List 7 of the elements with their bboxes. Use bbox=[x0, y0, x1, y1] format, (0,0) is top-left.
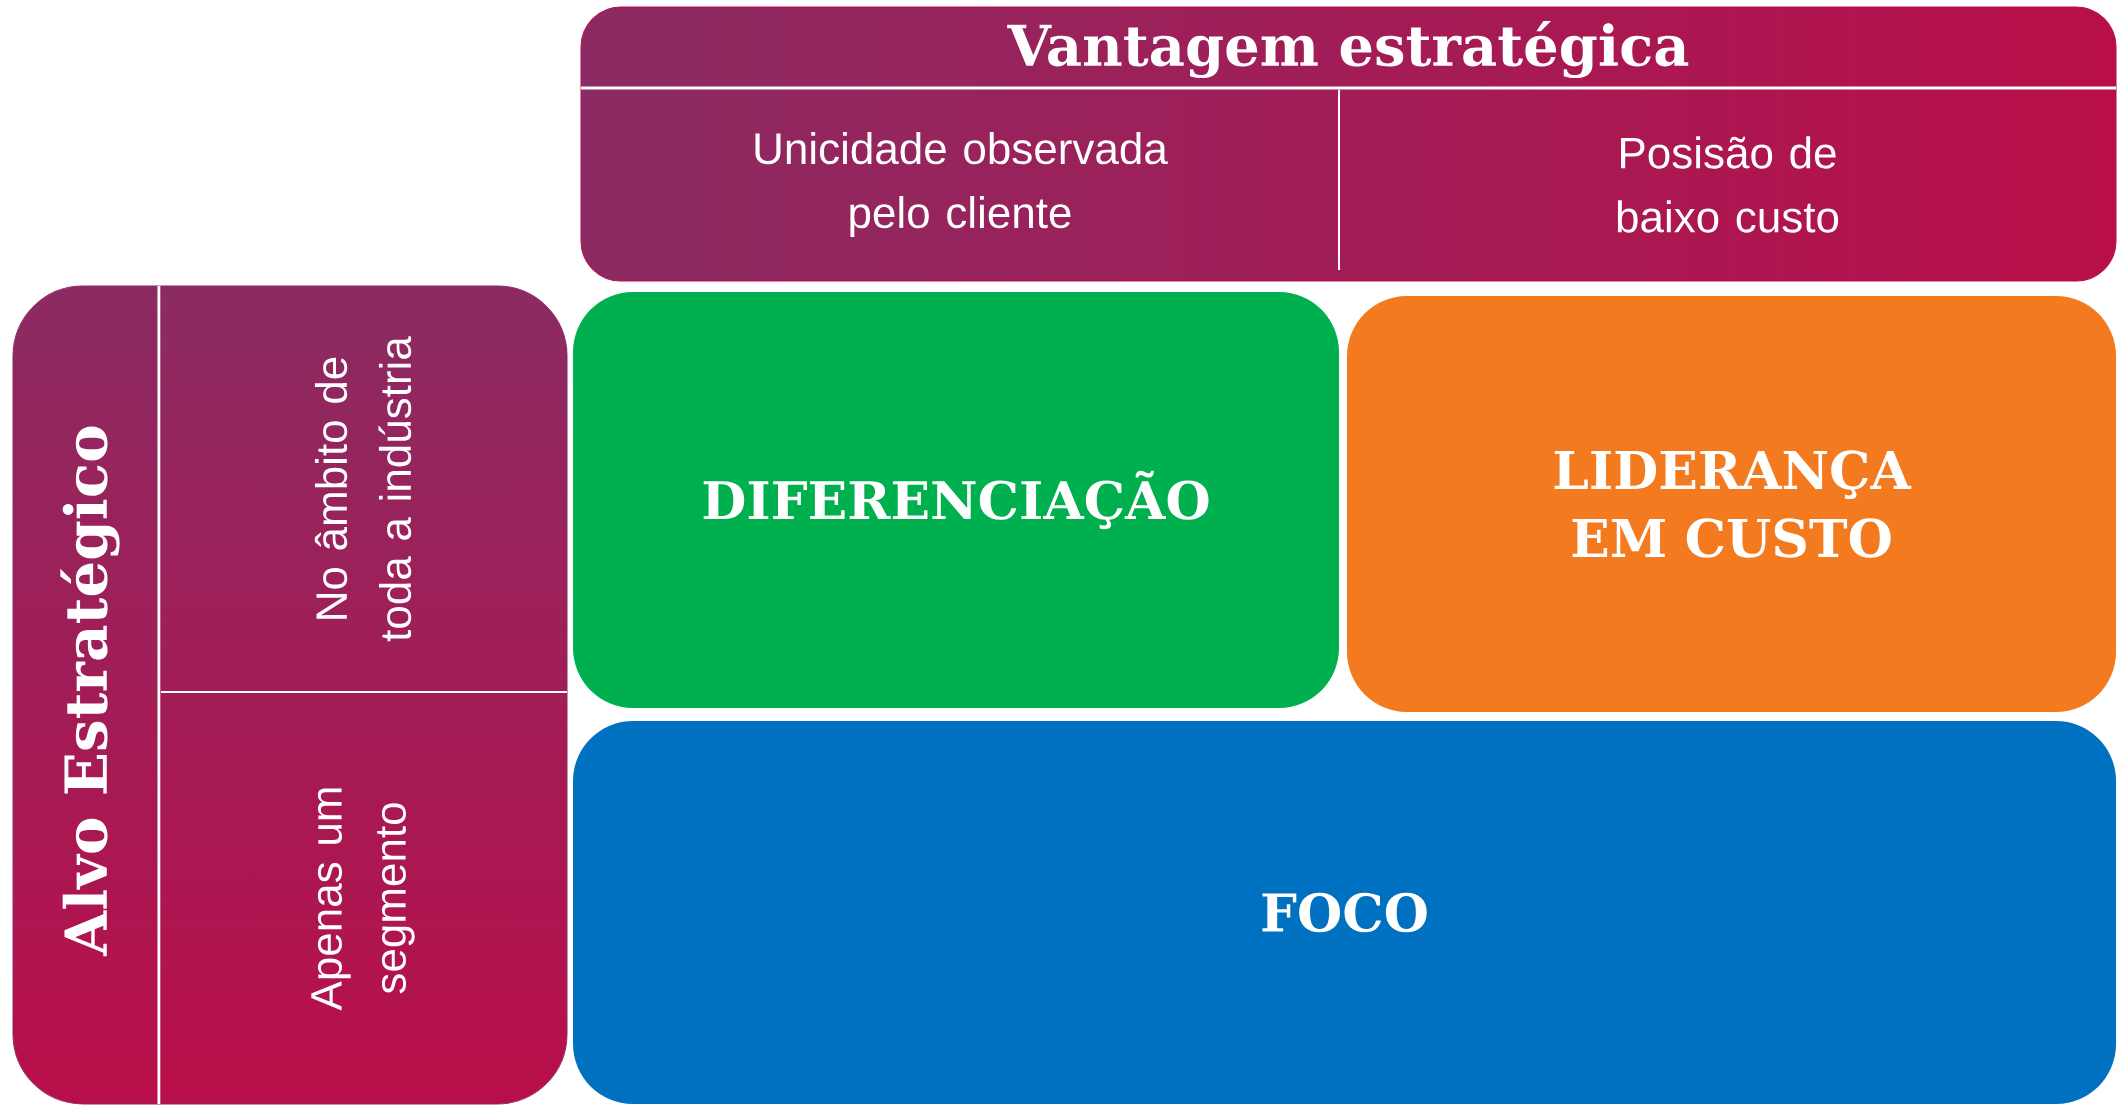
strategy-box: LIDERANÇA EM CUSTO bbox=[1347, 296, 2116, 712]
side-cell: No âmbito de toda a indústria bbox=[314, 336, 412, 642]
strategy-box: DIFERENCIAÇÃO bbox=[573, 292, 1339, 708]
header-cell: Unicidade observada pelo cliente bbox=[755, 132, 1168, 237]
header-cell: Posisão de baixo custo bbox=[1617, 136, 1839, 233]
side-cell: Apenas um segmento bbox=[311, 788, 415, 1011]
strategy-box: FOCO bbox=[573, 721, 2116, 1104]
